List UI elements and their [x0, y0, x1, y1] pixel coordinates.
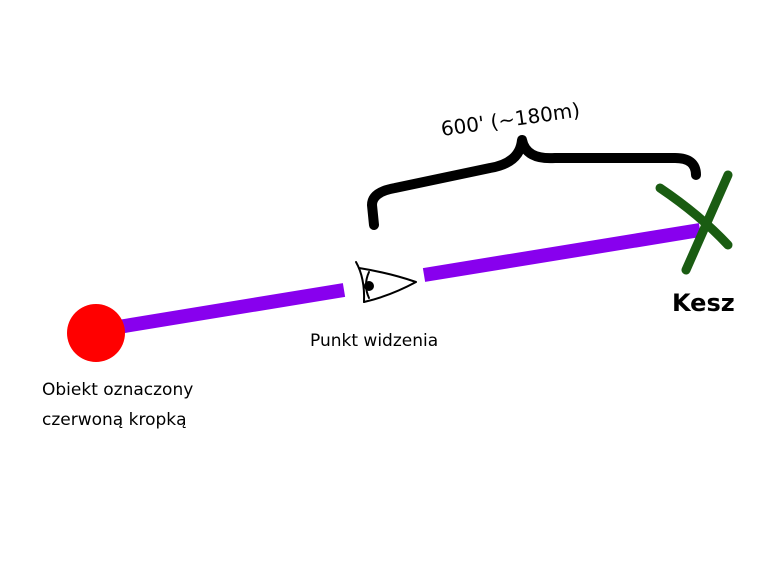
- object-label-line2: czerwoną kropką: [42, 410, 187, 430]
- viewpoint-label: Punkt widzenia: [310, 331, 438, 351]
- sight-line-viewpoint-to-cache: [422, 223, 702, 282]
- cache-label: Kesz: [672, 289, 735, 317]
- object-label-line1: Obiekt oznaczony: [42, 380, 193, 400]
- distance-label: 600' (~180m): [439, 98, 581, 141]
- red-dot-icon: [67, 304, 125, 362]
- x-mark-icon: [655, 170, 733, 275]
- sight-line-object-to-viewpoint: [98, 283, 346, 337]
- eye-icon: [355, 261, 417, 303]
- distance-brace: [367, 135, 701, 230]
